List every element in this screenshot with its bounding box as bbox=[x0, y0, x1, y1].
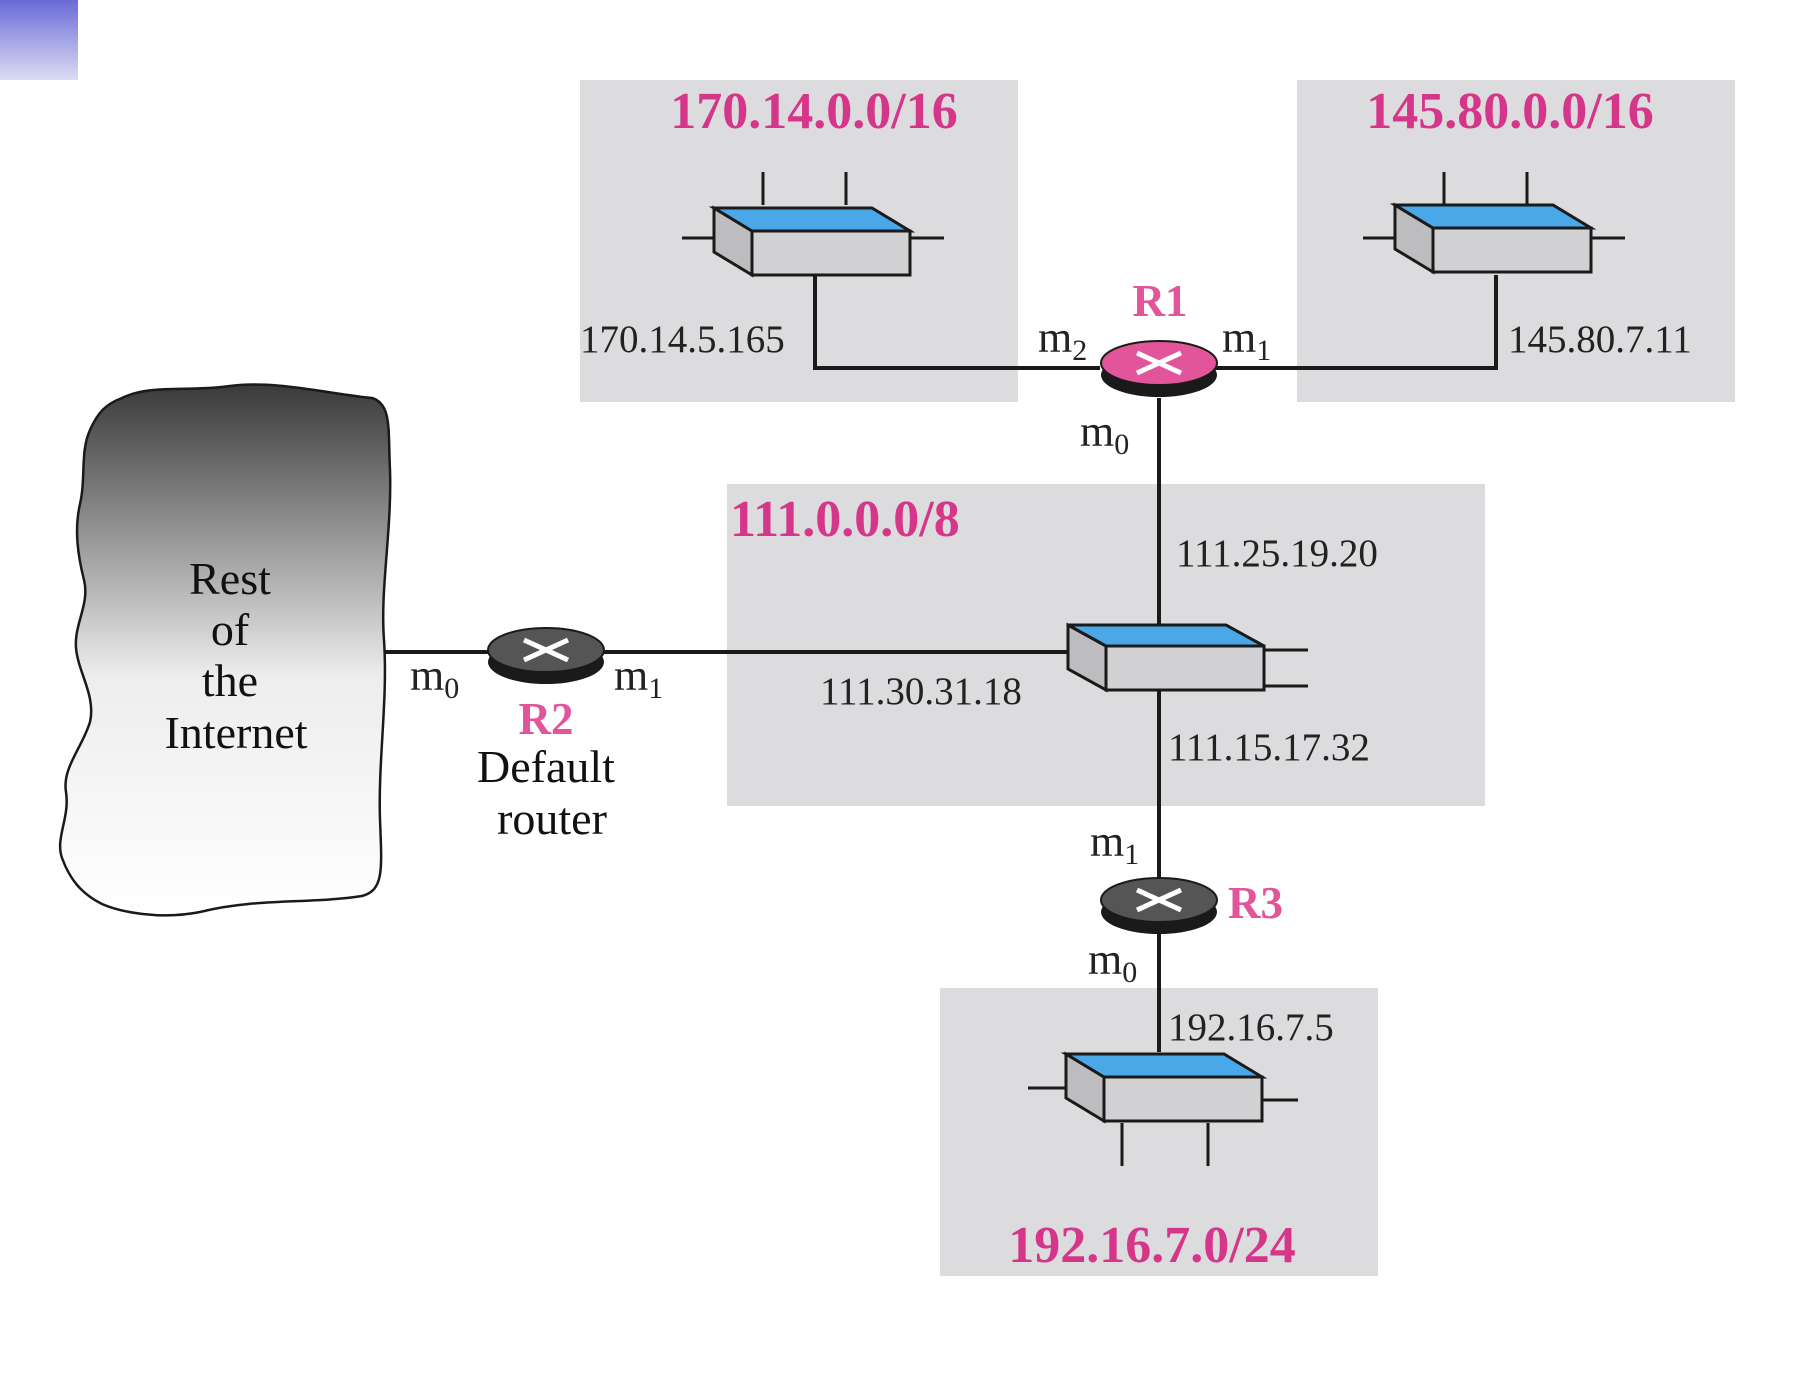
switch-145-icon bbox=[1363, 172, 1625, 275]
network-prefix-170: 170.14.0.0/16 bbox=[670, 83, 957, 140]
cloud-text-line2: of bbox=[211, 604, 250, 655]
cloud-text-line1: Rest bbox=[189, 553, 271, 604]
address-170-14-5-165: 170.14.5.165 bbox=[580, 318, 785, 361]
r2-port-m0: m0 bbox=[410, 651, 459, 705]
r2-port-m1: m1 bbox=[614, 651, 663, 705]
address-111-30-31-18: 111.30.31.18 bbox=[820, 670, 1022, 713]
address-145-80-7-11: 145.80.7.11 bbox=[1508, 318, 1692, 361]
default-router-caption-line1: Default bbox=[477, 741, 615, 792]
r3-port-m0: m0 bbox=[1088, 935, 1137, 989]
r3-port-m1: m1 bbox=[1090, 817, 1139, 871]
cloud-text-line3: the bbox=[202, 655, 258, 706]
cloud-text-line4: Internet bbox=[164, 707, 307, 758]
default-router-caption-line2: router bbox=[497, 793, 607, 844]
internet-cloud-icon bbox=[58, 383, 392, 917]
r1-port-m1: m1 bbox=[1222, 313, 1271, 367]
link-170-to-r1 bbox=[813, 275, 1100, 370]
r1-port-m0: m0 bbox=[1080, 407, 1129, 461]
switch-170-icon bbox=[682, 172, 944, 278]
corner-accent bbox=[0, 0, 78, 80]
address-192-16-7-5: 192.16.7.5 bbox=[1168, 1006, 1334, 1049]
network-prefix-111: 111.0.0.0/8 bbox=[730, 491, 960, 548]
links bbox=[382, 275, 1498, 1052]
switch-111-icon bbox=[1066, 622, 1308, 693]
address-111-15-17-32: 111.15.17.32 bbox=[1168, 726, 1370, 769]
network-prefix-145: 145.80.0.0/16 bbox=[1366, 83, 1653, 140]
router-r1-label: R1 bbox=[1133, 276, 1188, 326]
router-r3-label: R3 bbox=[1228, 878, 1283, 928]
router-r1-icon bbox=[1100, 340, 1218, 397]
router-r2-label: R2 bbox=[519, 694, 574, 744]
router-r3-icon bbox=[1100, 877, 1218, 934]
address-111-25-19-20: 111.25.19.20 bbox=[1176, 532, 1378, 575]
network-prefix-192: 192.16.7.0/24 bbox=[1008, 1217, 1295, 1274]
r1-port-m2: m2 bbox=[1038, 313, 1087, 367]
switch-192-icon bbox=[1028, 1051, 1298, 1166]
router-r2-icon bbox=[487, 627, 605, 684]
link-r1-to-145 bbox=[1210, 275, 1498, 370]
